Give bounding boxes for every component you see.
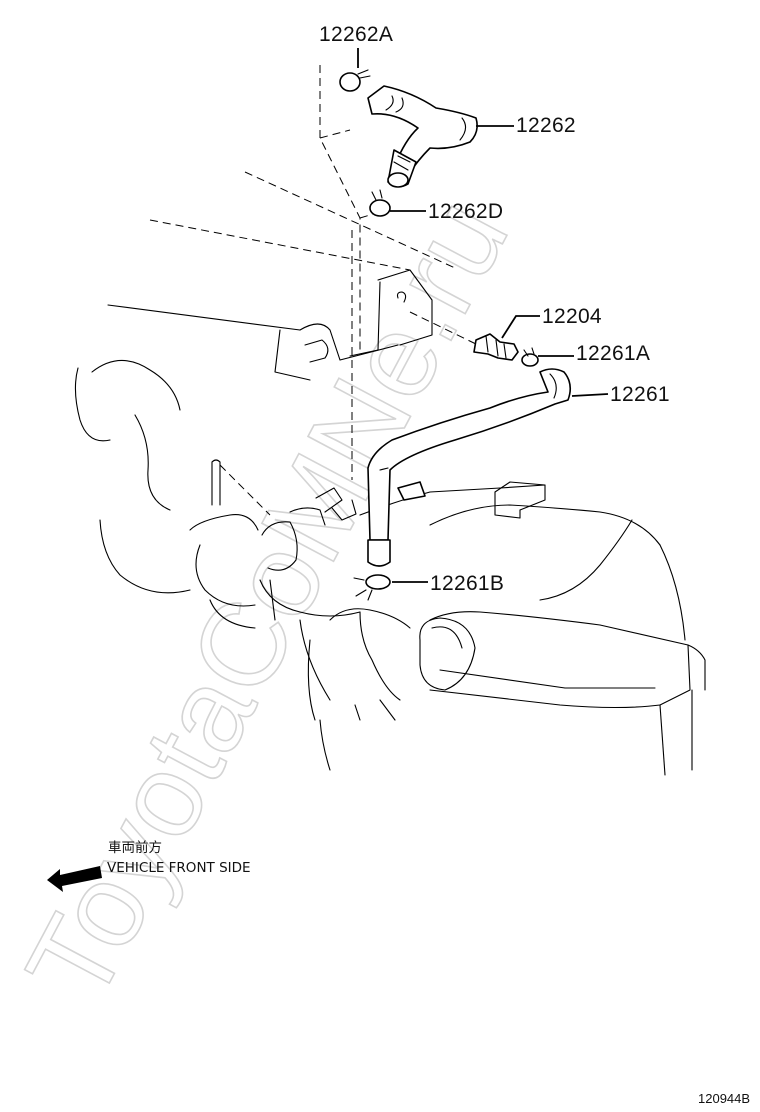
label-12261a: 12261A bbox=[576, 342, 650, 365]
clamp-12262a[interactable] bbox=[339, 69, 371, 92]
label-12262: 12262 bbox=[516, 114, 576, 137]
label-12261: 12261 bbox=[610, 383, 670, 406]
label-12262a: 12262A bbox=[319, 23, 393, 46]
hose-12262[interactable] bbox=[367, 85, 478, 188]
engine-outline bbox=[74, 171, 706, 776]
watermark: ToyotaCoMNe.ru bbox=[1, 179, 533, 1023]
clamp-12262d[interactable] bbox=[369, 189, 391, 217]
pcv-valve-12204[interactable] bbox=[473, 333, 519, 361]
direction-note-english: VEHICLE FRONT SIDE bbox=[107, 860, 251, 876]
label-12204: 12204 bbox=[542, 305, 602, 328]
hose-12261[interactable] bbox=[367, 368, 572, 567]
label-12261b: 12261B bbox=[430, 572, 504, 595]
clamp-12261a[interactable] bbox=[521, 347, 539, 367]
direction-note-japanese: 車両前方 bbox=[108, 839, 162, 856]
part-callouts bbox=[357, 48, 609, 583]
figure-number: 120944B bbox=[698, 1091, 750, 1106]
vehicle-front-indicator: 車両前方 VEHICLE FRONT SIDE bbox=[47, 839, 251, 892]
label-12262d: 12262D bbox=[428, 200, 503, 223]
left-arrow-icon bbox=[47, 866, 102, 892]
clamp-12261b[interactable] bbox=[353, 574, 391, 601]
